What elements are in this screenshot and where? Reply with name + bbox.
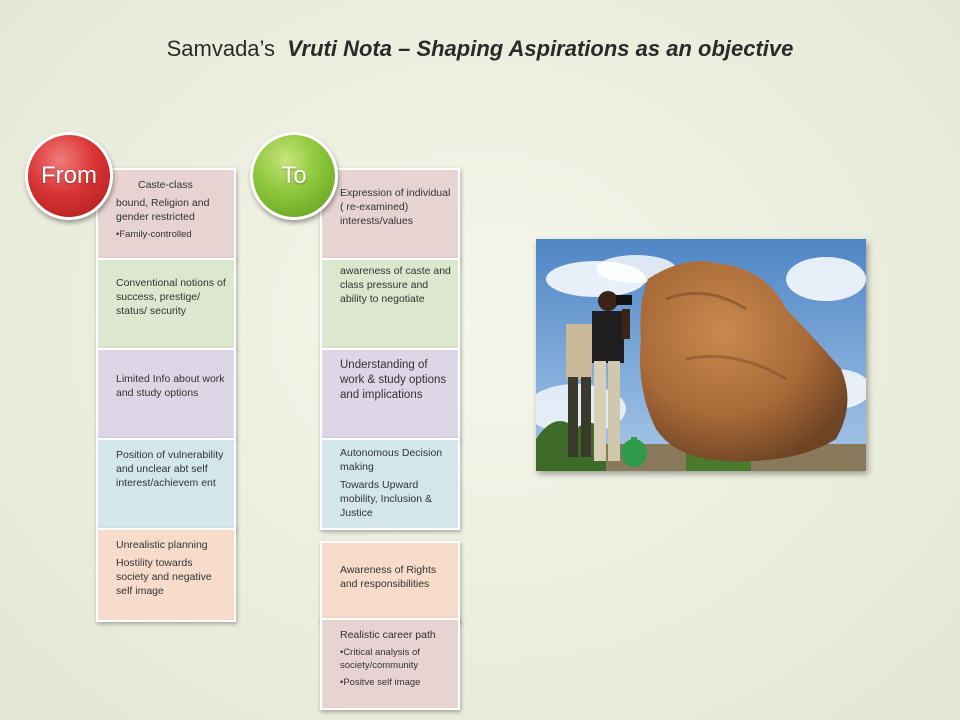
title-emphasis: Vruti Nota – Shaping Aspirations as an o… <box>287 36 794 61</box>
to-circle: To <box>250 132 338 220</box>
to-card-4-line-1: Autonomous Decision making <box>340 447 443 473</box>
from-circle: From <box>25 132 113 220</box>
to-card-4-line-2: Towards Upward mobility, Inclusion & Jus… <box>340 479 433 519</box>
to-card-5: Awareness of Rights and responsibilities <box>320 541 460 623</box>
from-card-5-line-1: Unrealistic planning <box>116 539 208 551</box>
to-card-5-line-1: Awareness of Rights and responsibilities <box>340 564 437 590</box>
from-card-1-line-2: bound, Religion and gender restricted <box>116 197 210 223</box>
from-label: From <box>41 162 97 189</box>
from-card-2: Conventional notions of success, prestig… <box>96 258 236 350</box>
to-card-1-line-1: Expression of individual ( re-examined) … <box>340 187 451 227</box>
boulder-photo <box>536 239 866 471</box>
to-card-2-line-1: awareness of caste and class pressure an… <box>340 265 451 305</box>
to-card-6-line-3: •Positve self image <box>340 677 421 688</box>
title-prefix: Samvada’s <box>166 36 276 61</box>
to-card-6-line-2: •Critical analysis of society/community <box>340 647 420 671</box>
to-card-4: Autonomous Decision making Towards Upwar… <box>320 438 460 530</box>
to-card-6-line-1: Realistic career path <box>340 629 436 641</box>
to-card-6: Realistic career path •Critical analysis… <box>320 618 460 710</box>
from-card-1: Caste-class bound, Religion and gender r… <box>96 168 236 260</box>
from-card-3-line-1: Limited Info about work and study option… <box>116 373 225 399</box>
to-card-2: awareness of caste and class pressure an… <box>320 258 460 350</box>
to-label: To <box>281 162 307 189</box>
from-card-5-line-2: Hostility towards society and negative s… <box>116 557 212 597</box>
from-card-4-line-1: Position of vulnerability and unclear ab… <box>116 449 224 489</box>
from-card-1-line-3: •Family-controlled <box>116 229 192 240</box>
from-card-4: Position of vulnerability and unclear ab… <box>96 438 236 530</box>
from-card-3: Limited Info about work and study option… <box>96 348 236 440</box>
to-card-3-line-1: Understanding of work & study options an… <box>340 359 447 401</box>
to-card-1: Expression of individual ( re-examined) … <box>320 168 460 260</box>
slide-title: Samvada’s Vruti Nota – Shaping Aspiratio… <box>0 36 960 62</box>
from-card-1-line-1: Caste-class <box>138 179 193 191</box>
boulder-photo-image <box>536 239 866 471</box>
from-card-2-line-1: Conventional notions of success, prestig… <box>116 277 226 317</box>
to-card-3: Understanding of work & study options an… <box>320 348 460 440</box>
from-card-5: Unrealistic planning Hostility towards s… <box>96 528 236 622</box>
